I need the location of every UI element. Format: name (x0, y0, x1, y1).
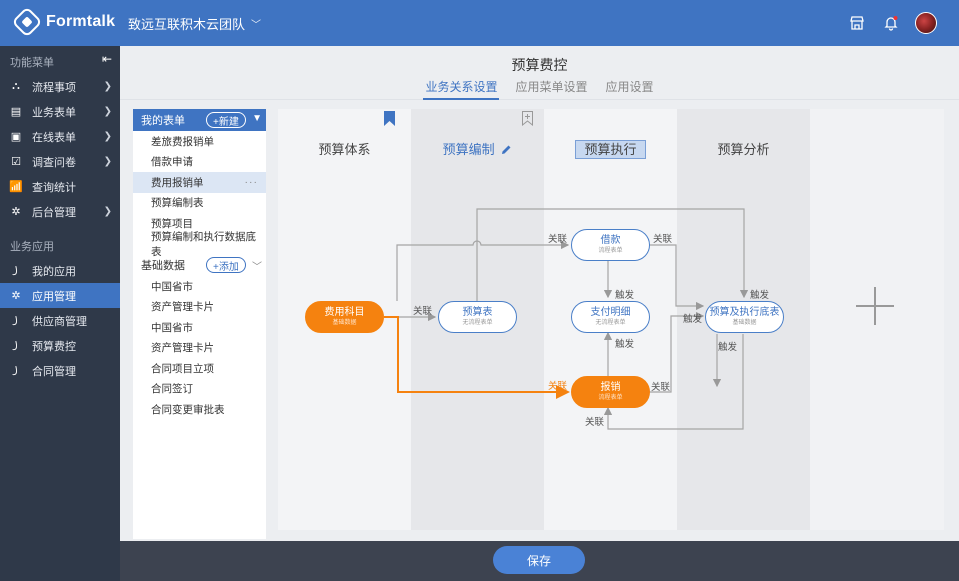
store-icon[interactable] (847, 13, 867, 33)
survey-icon: ☑ (11, 156, 21, 168)
node-loan[interactable]: 借款 流程表单 (571, 229, 650, 261)
form-list-item[interactable]: 预算编制表 (151, 197, 204, 210)
column-title: 预算分析 (717, 142, 770, 157)
sidebar-item-my-apps[interactable]: ꠸我的应用 (0, 258, 120, 283)
chevron-down-icon: ﹀ (251, 20, 262, 31)
form-list-item[interactable]: 差旅费报销单 (151, 135, 214, 148)
team-switcher[interactable]: 致远互联积木云团队 ﹀ (128, 14, 261, 33)
edge-label: 触发 (718, 342, 738, 353)
basic-data-item[interactable]: 合同签订 (151, 383, 193, 396)
apps-icon: ꠸ (14, 313, 18, 326)
sidebar-item-survey[interactable]: ☑调查问卷❯ (11, 156, 112, 169)
gear-icon: ✲ (11, 206, 21, 218)
stats-icon: 📶 (9, 181, 23, 193)
relation-canvas: 预算体系 预算编制 预算执行 预算分析 (278, 109, 944, 530)
apps-icon: ꠸ (14, 338, 18, 351)
edge-label: 触发 (615, 290, 635, 301)
form-icon: ▤ (10, 106, 22, 118)
sidebar-item-stats[interactable]: 📶查询统计 (9, 181, 76, 194)
chevron-right-icon: ❯ (103, 81, 112, 92)
sidebar-item-admin[interactable]: ✲后台管理❯ (11, 206, 112, 219)
chevron-right-icon: ❯ (103, 131, 112, 142)
basic-data-item[interactable]: 中国省市 (151, 280, 193, 293)
sidebar-group-title: 功能菜单 ⇤ (10, 52, 112, 69)
node-expense-item[interactable]: 费用科目 基础数据 (305, 301, 384, 333)
sidebar-item-flow[interactable]: ⛬流程事项❯ (0, 74, 120, 99)
form-list-item[interactable]: 预算项目 (151, 217, 193, 230)
column-title-selected[interactable]: 预算执行 (544, 139, 677, 159)
tab-app-settings[interactable]: 应用设置 (605, 80, 654, 94)
basic-data-item[interactable]: 中国省市 (151, 321, 193, 334)
logo[interactable]: Formtalk (11, 6, 116, 38)
sidebar-item-app-management[interactable]: ✲应用管理 (0, 283, 120, 308)
edge-label: 触发 (615, 339, 635, 350)
edge-label: 关联 (651, 382, 671, 393)
chevron-right-icon: ❯ (103, 106, 112, 117)
node-budget-table[interactable]: 预算表 无流程表单 (438, 301, 517, 333)
more-icon[interactable]: ··· (244, 176, 258, 189)
my-forms-header[interactable]: 我的表单 +新建 ▼ (133, 109, 266, 131)
sidebar-item-business-form[interactable]: ▤业务表单❯ (10, 106, 112, 119)
edge-label: 关联 (413, 306, 433, 317)
form-list-item-selected[interactable]: 费用报销单 ··· (133, 172, 266, 193)
node-payment-detail[interactable]: 支付明细 无流程表单 (571, 301, 650, 333)
column-title-editable[interactable]: 预算编制 (411, 139, 544, 158)
chevron-down-icon[interactable]: ▼ (252, 113, 262, 124)
sidebar-group-title: 业务应用 (10, 241, 54, 253)
top-bar: Formtalk 致远互联积木云团队 ﹀ (0, 0, 959, 46)
gear-icon: ✲ (11, 290, 21, 302)
edge-label: 关联 (548, 234, 568, 245)
tab-bar: 业务关系设置 应用菜单设置 应用设置 (120, 78, 959, 100)
tab-app-menu[interactable]: 应用菜单设置 (515, 80, 588, 94)
connector-lines (384, 208, 749, 430)
edge-label-highlight: 关联 (548, 381, 568, 392)
chevron-down-icon[interactable]: ﹀ (252, 262, 262, 273)
basic-data-item[interactable]: 合同变更审批表 (151, 403, 225, 416)
save-button[interactable]: 保存 (493, 546, 585, 574)
bell-icon[interactable] (881, 13, 901, 33)
chevron-right-icon: ❯ (103, 156, 112, 167)
basic-data-header[interactable]: 基础数据 +添加 ﹀ (133, 254, 266, 276)
tab-business-relation[interactable]: 业务关系设置 (423, 78, 500, 100)
online-form-icon: ▣ (10, 131, 22, 143)
basic-data-item[interactable]: 资产管理卡片 (151, 342, 214, 355)
apps-icon: ꠸ (14, 263, 18, 276)
logo-icon (11, 6, 43, 38)
sidebar-item-budget[interactable]: ꠸预算费控 (0, 333, 120, 358)
main-area: 预算费控 业务关系设置 应用菜单设置 应用设置 我的表单 +新建 ▼ 差旅费报销… (120, 46, 959, 581)
bookmark-add-icon[interactable] (522, 111, 533, 126)
pencil-icon[interactable] (501, 144, 512, 155)
avatar[interactable] (915, 12, 937, 34)
node-analysis-table[interactable]: 预算及执行底表 基础数据 (705, 301, 784, 333)
edge-label: 关联 (653, 234, 673, 245)
form-list-item[interactable]: 借款申请 (151, 156, 193, 169)
page-header: 预算费控 业务关系设置 应用菜单设置 应用设置 (120, 46, 959, 100)
node-reimburse[interactable]: 报销 流程表单 (571, 376, 650, 408)
basic-data-item[interactable]: 资产管理卡片 (151, 301, 214, 314)
sidebar-item-supplier[interactable]: ꠸供应商管理 (0, 308, 120, 333)
footer-bar: 保存 (120, 541, 959, 581)
new-form-button[interactable]: +新建 (206, 112, 246, 128)
form-list-panel: 我的表单 +新建 ▼ 差旅费报销单 借款申请 费用报销单 ··· 预算编制表 预… (133, 109, 266, 539)
apps-icon: ꠸ (14, 363, 18, 376)
add-basic-data-button[interactable]: +添加 (206, 257, 246, 273)
flow-icon: ⛬ (12, 80, 20, 92)
logo-text: Formtalk (46, 13, 116, 30)
sidebar-item-online-form[interactable]: ▣在线表单❯ (10, 131, 112, 144)
page-title: 预算费控 (511, 57, 568, 73)
collapse-menu-icon[interactable]: ⇤ (101, 52, 112, 66)
edge-label: 关联 (585, 417, 605, 428)
chevron-right-icon: ❯ (103, 206, 112, 217)
sidebar: 功能菜单 ⇤ ⛬流程事项❯ ▤业务表单❯ ▣在线表单❯ ☑调查问卷❯ 📶查询统计… (0, 46, 120, 581)
bookmark-filled-icon[interactable] (384, 111, 395, 126)
edge-label: 触发 (750, 290, 770, 301)
column-title: 预算体系 (318, 142, 371, 157)
edge-label: 触发 (683, 314, 703, 325)
form-list-item[interactable]: 预算编制和执行数据底表 (151, 230, 256, 258)
basic-data-item[interactable]: 合同项目立项 (151, 362, 214, 375)
sidebar-item-contract[interactable]: ꠸合同管理 (0, 358, 120, 383)
team-name: 致远互联积木云团队 (128, 17, 246, 32)
